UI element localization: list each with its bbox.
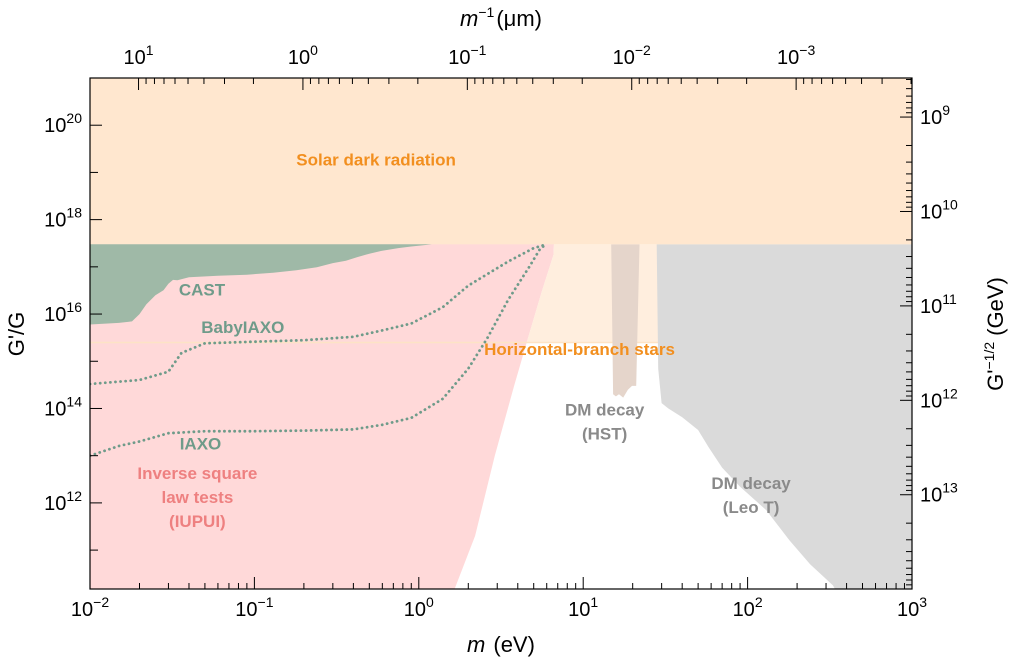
x2-tick-label: 10−3 (777, 42, 815, 69)
projection-curves (90, 242, 549, 458)
region-solar-dark-radiation (90, 78, 912, 245)
x-tick-label: 103 (897, 594, 927, 621)
x-tick-label: 102 (733, 594, 763, 621)
label-dm-decay-hst: DM decay(HST) (565, 400, 645, 443)
label-horizontal-branch: Horizontal-branch stars (484, 340, 675, 359)
y2-tick-label: 1012 (920, 385, 958, 412)
region-cast (90, 244, 432, 325)
region-dm-decay-leo-t (656, 244, 912, 589)
x-axis-title: m(eV) (467, 632, 535, 657)
y-tick-label: 1016 (44, 299, 82, 326)
y2-tick-label: 1013 (920, 480, 958, 507)
y2-tick-label: 109 (920, 102, 950, 129)
projection-iaxo (90, 242, 549, 458)
x2-tick-label: 100 (288, 42, 318, 69)
x2-axis-title: m−1(μm) (460, 4, 542, 31)
plot-frame (89, 77, 913, 590)
y-tick-label: 1020 (44, 110, 82, 137)
label-cast: CAST (179, 280, 226, 299)
y2-axis-title: G'−1/2(GeV) (981, 277, 1008, 391)
y-tick-label: 1018 (44, 205, 82, 232)
y-axis-title: G'/G (4, 312, 29, 357)
projection-babyiaxo (90, 242, 549, 386)
x-tick-label: 10−2 (71, 594, 109, 621)
y-tick-label: 1012 (44, 488, 82, 515)
x-tick-label: 101 (568, 594, 598, 621)
label-iaxo: IAXO (180, 435, 222, 454)
x2-tick-label: 101 (124, 42, 154, 69)
y-tick-label: 1014 (44, 393, 82, 420)
x-tick-label: 100 (404, 594, 434, 621)
x2-tick-label: 10−2 (613, 42, 651, 69)
axis-ticks (89, 78, 913, 589)
x-tick-label: 10−1 (235, 594, 273, 621)
region-dm-decay-hst (611, 244, 640, 398)
plot-regions (90, 78, 912, 589)
label-dm-decay-leo-t: DM decay(Leo T) (711, 474, 791, 517)
label-solar-dark-radiation: Solar dark radiation (296, 151, 456, 170)
tick-labels: 10−2 10−1 100 101 102 103 1012 1014 1016 1018 1020… (44, 42, 958, 621)
y2-tick-label: 1010 (920, 196, 958, 223)
label-babyiaxo: BabyIAXO (201, 318, 284, 337)
y2-tick-label: 1011 (920, 291, 957, 318)
x2-tick-label: 10−1 (448, 42, 486, 69)
